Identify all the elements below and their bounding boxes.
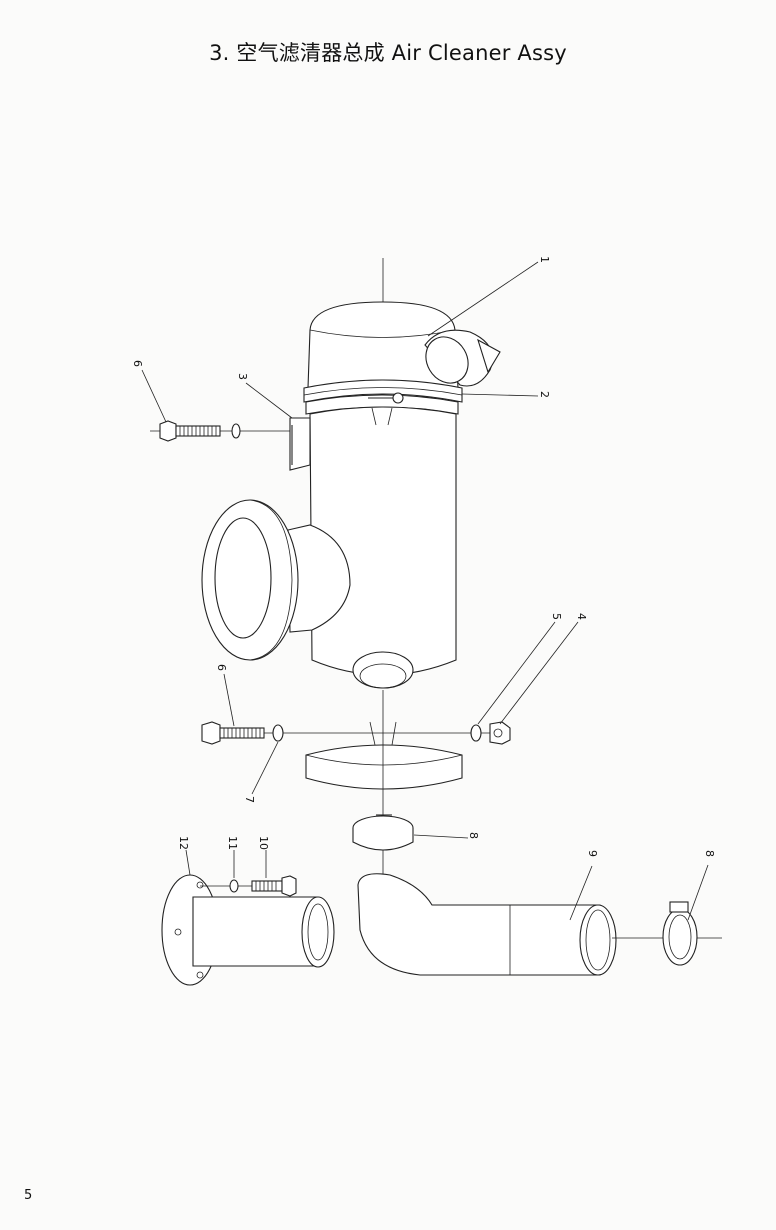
mounting-bracket [289, 417, 311, 471]
hose-clamp-right [662, 901, 722, 966]
callout-labels: 1 2 3 4 5 6 6 7 8 8 9 10 11 12 [131, 256, 716, 857]
air-cleaner-body [201, 258, 501, 689]
callout-11: 11 [226, 836, 239, 850]
callout-5: 5 [550, 613, 563, 620]
callout-6-lower: 6 [215, 664, 228, 671]
page-number: 5 [24, 1188, 33, 1203]
callout-4: 4 [575, 613, 588, 620]
hose-clamp-upper [352, 814, 414, 851]
callout-6-upper: 6 [131, 360, 144, 367]
callout-3: 3 [236, 373, 249, 380]
page-title: 3. 空气滤清器总成 Air Cleaner Assy [209, 41, 567, 65]
callout-8-right: 8 [703, 850, 716, 857]
callout-1: 1 [538, 256, 551, 263]
upper-bolt-assembly [150, 420, 290, 442]
callout-7: 7 [243, 796, 256, 803]
elbow-pipe [357, 873, 668, 976]
callout-9: 9 [586, 850, 599, 857]
callout-2: 2 [538, 391, 551, 398]
callout-8-upper: 8 [467, 832, 480, 839]
callout-12: 12 [177, 836, 190, 850]
callout-10: 10 [257, 836, 270, 850]
leader-lines [141, 261, 709, 921]
lower-band-clamp [201, 721, 511, 790]
flange-pipe [161, 874, 335, 986]
